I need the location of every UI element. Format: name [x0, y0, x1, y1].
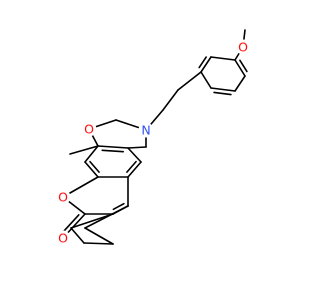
bond-a1-a2 [97, 145, 129, 149]
bond-h2-h3 [83, 242, 114, 245]
bond-m1-m2 [210, 56, 236, 61]
bond-m6-m1 [234, 59, 246, 77]
bond-a5-a6 [84, 161, 99, 178]
bond-c1-c2-inner [112, 202, 125, 211]
atom-o-methoxy: O [235, 39, 251, 55]
molecule-structure: O N O O O [55, 29, 251, 246]
atom-label-layer: O N O O O [55, 39, 251, 246]
atom-o-methoxy-label: O [238, 40, 248, 55]
bond-m5-m6 [234, 75, 246, 92]
atom-n-ring-label: N [141, 123, 150, 138]
bond-m2-m3-inner [198, 56, 207, 69]
atom-o-ring1-label: O [84, 122, 94, 137]
bond-a2-CH2b [127, 146, 147, 149]
bond-h3-h4 [70, 227, 85, 244]
bond-Cc-Oc-inner [62, 214, 80, 233]
atom-o-lactone: O [55, 189, 71, 205]
bond-layer [62, 29, 248, 245]
bond-h1-h2 [84, 227, 114, 245]
atom-o-carbonyl: O [55, 230, 71, 246]
bond-a2-a3 [127, 147, 142, 163]
bond-e1-e2 [162, 89, 179, 111]
bond-a5-a6-inner [89, 160, 100, 173]
bond-m4-m5 [210, 87, 236, 92]
bond-m2-m3 [200, 56, 212, 73]
bond-h4-c2 [70, 213, 114, 229]
bond-a1-a2-inner [101, 149, 125, 153]
bond-m3-m4 [200, 71, 212, 89]
atom-o-lactone-label: O [58, 190, 68, 205]
atom-o-ring1: O [81, 121, 97, 137]
atom-o-carbonyl-label: O [58, 231, 68, 246]
atom-n-ring: N [138, 122, 154, 138]
bond-m4-m5-inner [213, 91, 232, 96]
bond-m3-e1 [177, 71, 202, 91]
bond-a3-a4 [127, 161, 142, 178]
bond-a3-a4-inner [126, 160, 137, 173]
bond-a6-a1 [84, 145, 99, 163]
bond-a1-Me [69, 145, 99, 155]
bond-m6-m1-inner [239, 59, 248, 73]
